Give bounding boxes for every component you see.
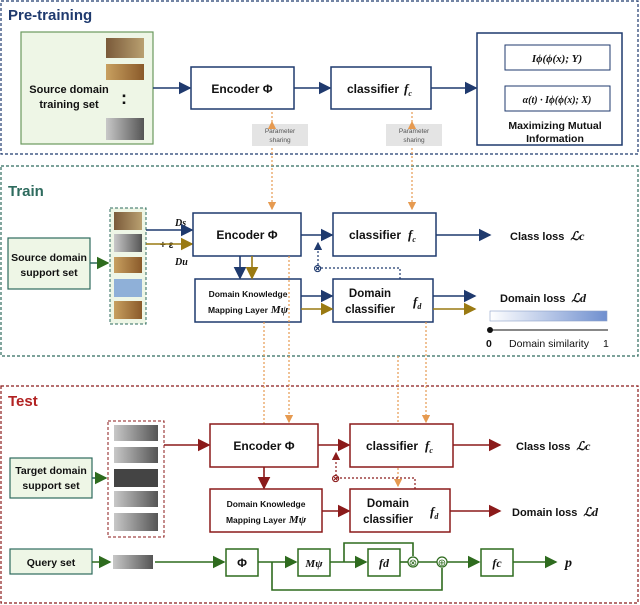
sample-image-horse [106, 38, 144, 58]
source-support-label-2: support set [20, 267, 78, 279]
train-image-4 [114, 279, 142, 297]
skip-m-to-otimes [343, 542, 414, 562]
similarity-low: 0 [486, 338, 492, 350]
test-domain-cls-label-1: Domain [367, 498, 409, 510]
pretraining-title: Pre-training [8, 7, 92, 24]
ellipsis-dots: : [121, 88, 127, 108]
source-support-label-1: Source domain [11, 252, 87, 264]
query-m-label: Mψ [304, 558, 323, 570]
train-encoder-box [192, 212, 302, 257]
mi-label-2: Information [526, 133, 584, 145]
param-sharing-1b: sharing [269, 137, 291, 144]
test-feedback-dotted [331, 451, 416, 489]
train-block-mark: ⊗ [313, 263, 322, 275]
query-fc-label: fc [492, 556, 502, 570]
test-fd: fd [430, 504, 439, 521]
test-encoder-label: Encoder Φ [233, 439, 294, 453]
similarity-label: Domain similarity [509, 338, 590, 350]
train-image-5 [114, 301, 142, 319]
query-phi-box [225, 548, 259, 577]
sample-image-bread [106, 64, 144, 80]
test-frame [0, 385, 639, 604]
test-image-3 [114, 469, 158, 487]
train-frame [0, 165, 639, 357]
pretrain-classifier-box [330, 66, 432, 110]
mi-formula-1: Iϕ(ϕ(x); Y) [531, 53, 582, 65]
query-image [113, 555, 153, 569]
param-sharing-2a: Parameter [399, 128, 430, 135]
test-image-1 [114, 425, 158, 441]
train-domain-classifier-box [332, 278, 434, 323]
pretrain-classifier-fc: fc [404, 81, 412, 98]
query-set-box [9, 548, 93, 575]
test-domain-cls-label-2: classifier [363, 514, 413, 526]
train-encoder-label: Encoder Φ [216, 228, 277, 242]
output-p: p [564, 556, 572, 571]
param-sharing-badge-1 [252, 124, 308, 146]
source-training-label-1: Source domain [29, 84, 109, 96]
test-image-5 [114, 513, 158, 531]
otimes-symbol: ⊗ [409, 558, 417, 569]
test-classifier-fc: fc [425, 438, 433, 455]
train-classifier-fc: fc [408, 227, 416, 244]
similarity-bar [489, 310, 608, 322]
pretrain-classifier-label: classifier [347, 82, 399, 96]
test-image-4 [114, 491, 158, 507]
train-dkml-box [194, 278, 302, 323]
train-domain-cls-label-2: classifier [345, 304, 395, 316]
query-set-label: Query set [27, 557, 76, 569]
query-fd-label: fd [379, 556, 390, 570]
label-plus-eps: + ε [160, 240, 174, 251]
test-block-mark: ⊗ [331, 473, 340, 485]
param-sharing-1a: Parameter [265, 128, 296, 135]
mi-formula-1-box [504, 44, 611, 71]
train-fd: fd [413, 294, 422, 311]
mi-formula-2: α(t) · Iϕ(ϕ(x); X) [523, 95, 592, 106]
train-title: Train [8, 183, 44, 200]
mi-label-1: Maximizing Mutual [508, 120, 601, 132]
mi-formula-2-box [504, 85, 611, 112]
test-domain-classifier-box [349, 488, 451, 533]
train-feedback-dotted [313, 241, 401, 279]
sample-image-dog [106, 118, 144, 140]
source-support-set-box [7, 237, 91, 290]
train-domain-cls-label-1: Domain [349, 288, 391, 300]
oplus-symbol: ⊕ [438, 558, 446, 569]
pretrain-encoder-box [190, 66, 295, 110]
train-image-2 [114, 234, 142, 252]
skip-phi-to-oplus [271, 562, 443, 591]
target-support-label-2: support set [22, 480, 80, 492]
test-title: Test [8, 393, 38, 410]
param-sharing-2b: sharing [403, 137, 425, 144]
train-dkml-label-1: Domain Knowledge [209, 289, 288, 299]
test-dkml-box [209, 488, 323, 533]
param-sharing-badge-2 [386, 124, 442, 146]
target-support-set-box [9, 457, 93, 499]
query-phi-label: Φ [237, 556, 247, 570]
similarity-origin-dot [487, 327, 493, 333]
label-ds: Ds [174, 218, 186, 229]
target-support-label-1: Target domain [15, 465, 87, 477]
test-image-2 [114, 447, 158, 463]
train-classifier-box [332, 212, 437, 257]
train-image-1 [114, 212, 142, 230]
source-training-label-2: training set [39, 99, 99, 111]
train-classifier-label: classifier [349, 228, 401, 242]
pretrain-encoder-label: Encoder Φ [211, 82, 272, 96]
test-dkml-label-1: Domain Knowledge [227, 499, 306, 509]
label-du: Du [174, 257, 188, 268]
similarity-high: 1 [603, 338, 609, 350]
train-image-3 [114, 257, 142, 273]
test-classifier-label: classifier [366, 439, 418, 453]
